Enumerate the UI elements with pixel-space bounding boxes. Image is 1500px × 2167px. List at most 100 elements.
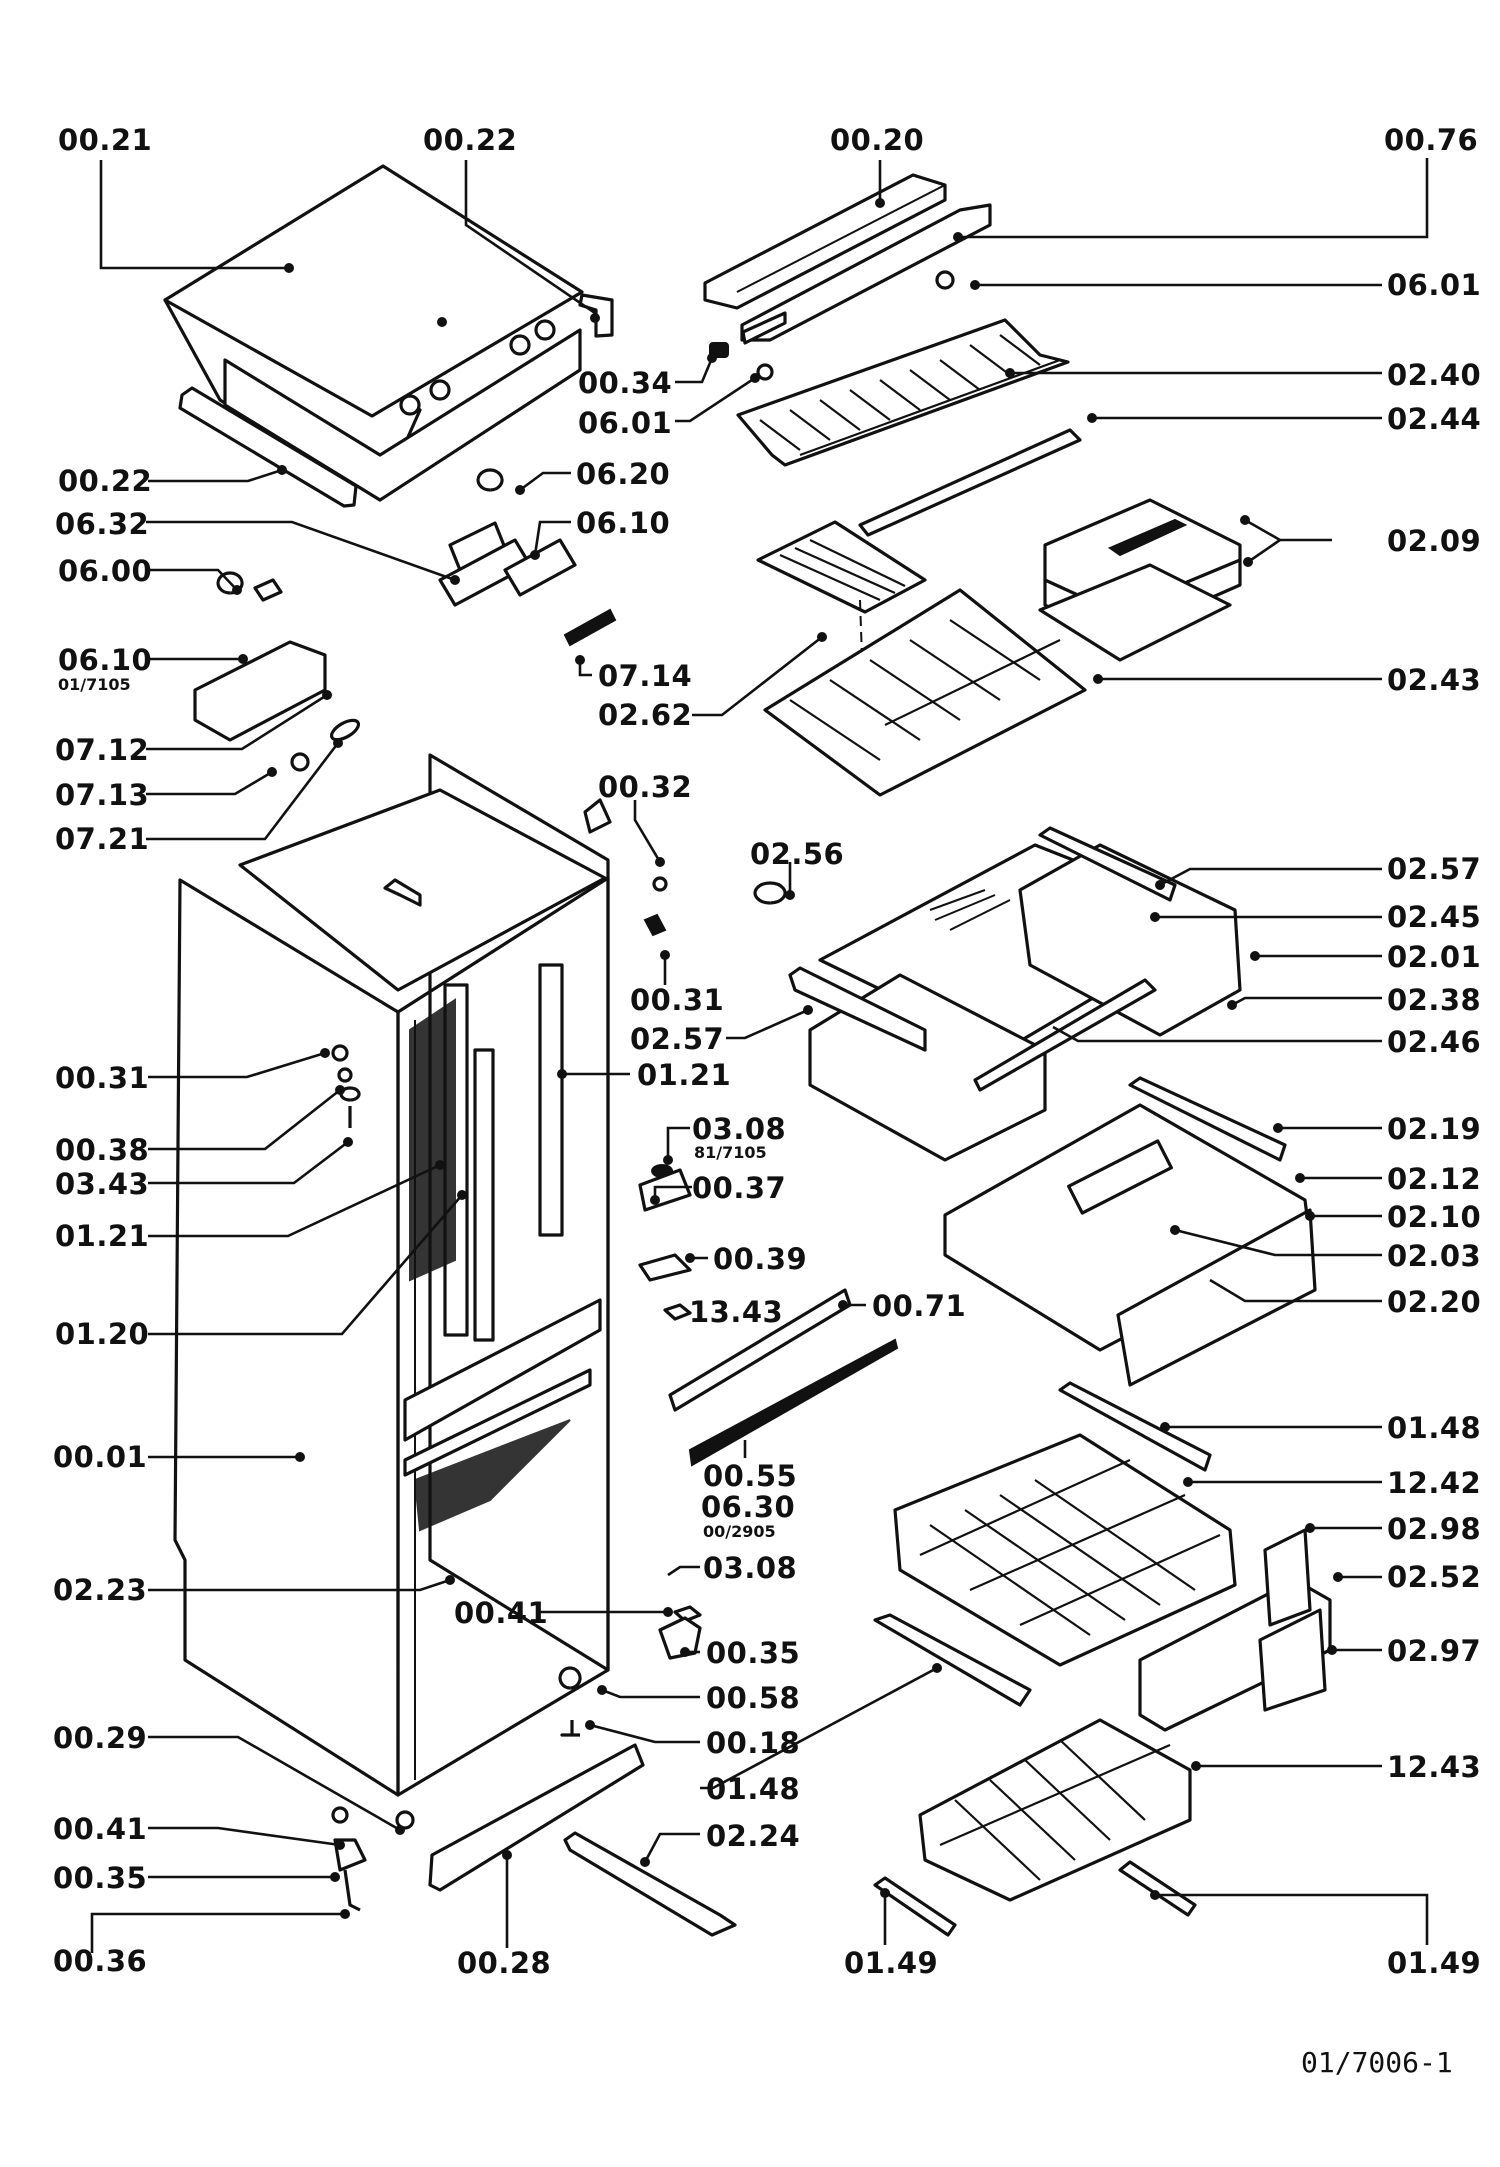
part-label: 00.01 (53, 1440, 147, 1474)
part-label: 01.20 (55, 1317, 149, 1351)
part-label: 00.22 (423, 123, 517, 157)
part-label: 01.48 (706, 1772, 800, 1806)
part-label: 02.43 (1387, 663, 1481, 697)
part-label: 07.14 (598, 659, 692, 693)
part-label: 06.00 (58, 554, 152, 588)
rail-01-49-right (1118, 1860, 1197, 1917)
part-label: 07.13 (55, 778, 149, 812)
leader-lines (90, 158, 1429, 1953)
top-cover (163, 164, 614, 502)
butter-compartment (1038, 498, 1242, 662)
part-label: 00.35 (706, 1636, 800, 1670)
part-label: 02.01 (1387, 940, 1481, 974)
part-label: 00.71 (872, 1289, 966, 1323)
part-label: 02.40 (1387, 358, 1481, 392)
freezer-basket-upper (893, 1381, 1237, 1667)
part-label: 06.20 (576, 457, 670, 491)
wire-shelf-lower (763, 588, 1087, 797)
part-label: 06.30 (701, 1490, 795, 1524)
part-label: 02.44 (1387, 402, 1481, 436)
part-labels: 00.21 00.22 00.20 00.76 06.01 00.34 06.0… (53, 123, 1481, 1980)
part-label: 00.58 (706, 1681, 800, 1715)
part-label: 01.49 (844, 1946, 938, 1980)
part-label-sub: 81/7105 (694, 1143, 767, 1162)
part-label: 02.19 (1387, 1112, 1481, 1146)
drawer-front-panel (873, 1528, 1332, 1732)
part-label: 01.21 (55, 1219, 149, 1253)
part-label: 02.03 (1387, 1239, 1481, 1273)
part-label: 02.23 (53, 1573, 147, 1607)
part-label: 00.20 (830, 123, 924, 157)
part-label: 00.31 (55, 1061, 149, 1095)
part-label: 06.01 (1387, 268, 1481, 302)
wire-shelf-upper (736, 318, 1070, 467)
part-label: 00.36 (53, 1944, 147, 1978)
part-label: 01.21 (637, 1058, 731, 1092)
part-label: 02.62 (598, 698, 692, 732)
part-label: 12.43 (1387, 1750, 1481, 1784)
rail-00-55 (688, 1338, 899, 1467)
part-drawings (163, 164, 1332, 1937)
part-label: 03.08 (703, 1551, 797, 1585)
part-label: 06.01 (578, 406, 672, 440)
freezer-basket-lower (918, 1718, 1192, 1902)
part-label: 00.29 (53, 1721, 147, 1755)
part-label: 00.38 (55, 1133, 149, 1167)
part-label-sub: 00/2905 (703, 1522, 776, 1541)
part-label: 02.97 (1387, 1634, 1481, 1668)
part-label: 06.10 (576, 506, 670, 540)
part-label: 00.28 (457, 1946, 551, 1980)
part-label: 03.08 (692, 1112, 786, 1146)
part-label: 02.38 (1387, 983, 1481, 1017)
part-label: 00.22 (58, 464, 152, 498)
part-label: 00.37 (692, 1171, 786, 1205)
part-label: 02.56 (750, 837, 844, 871)
part-label: 02.46 (1387, 1025, 1481, 1059)
part-label: 01.49 (1387, 1946, 1481, 1980)
shelf-trim-strip (858, 428, 1082, 537)
part-label: 02.12 (1387, 1162, 1481, 1196)
part-label: 02.52 (1387, 1560, 1481, 1594)
part-label: 02.57 (1387, 852, 1481, 886)
switch-part (709, 342, 729, 358)
part-label: 01.48 (1387, 1411, 1481, 1445)
part-label: 00.18 (706, 1726, 800, 1760)
part-label: 02.20 (1387, 1285, 1481, 1319)
part-label: 00.32 (598, 770, 692, 804)
lamp-holder-small (756, 363, 774, 381)
plinth-grill (428, 1743, 645, 1892)
part-label: 02.24 (706, 1819, 800, 1853)
part-label: 03.43 (55, 1167, 149, 1201)
crisper-assembly (788, 826, 1242, 1162)
part-label: 00.21 (58, 123, 152, 157)
part-label-sub: 01/7105 (58, 675, 131, 694)
part-label: 00.39 (713, 1242, 807, 1276)
part-label: 02.45 (1387, 900, 1481, 934)
front-trim-strip (178, 386, 358, 508)
part-label: 00.55 (703, 1459, 797, 1493)
part-label: 07.12 (55, 733, 149, 767)
part-label: 06.32 (55, 507, 149, 541)
part-label: 00.35 (53, 1861, 147, 1895)
part-label: 06.10 (58, 643, 152, 677)
cabinet-body (173, 753, 612, 1797)
support-02-24 (563, 1831, 737, 1937)
part-label: 00.76 (1384, 123, 1478, 157)
part-label: 02.09 (1387, 524, 1481, 558)
part-label: 00.31 (630, 983, 724, 1017)
part-label: 00.41 (53, 1812, 147, 1846)
clip-small (935, 270, 955, 290)
lamp-parts (193, 468, 617, 772)
part-label: 02.10 (1387, 1200, 1481, 1234)
part-label: 12.42 (1387, 1466, 1481, 1500)
drawing-reference: 01/7006-1 (1301, 2046, 1453, 2079)
part-label: 02.57 (630, 1022, 724, 1056)
part-label: 00.41 (454, 1596, 548, 1630)
freezer-shelf (943, 1076, 1317, 1387)
part-label: 02.98 (1387, 1512, 1481, 1546)
part-label: 00.34 (578, 366, 672, 400)
hinge-parts (331, 876, 787, 1912)
rail-01-49-left (873, 1876, 957, 1937)
part-label: 07.21 (55, 822, 149, 856)
